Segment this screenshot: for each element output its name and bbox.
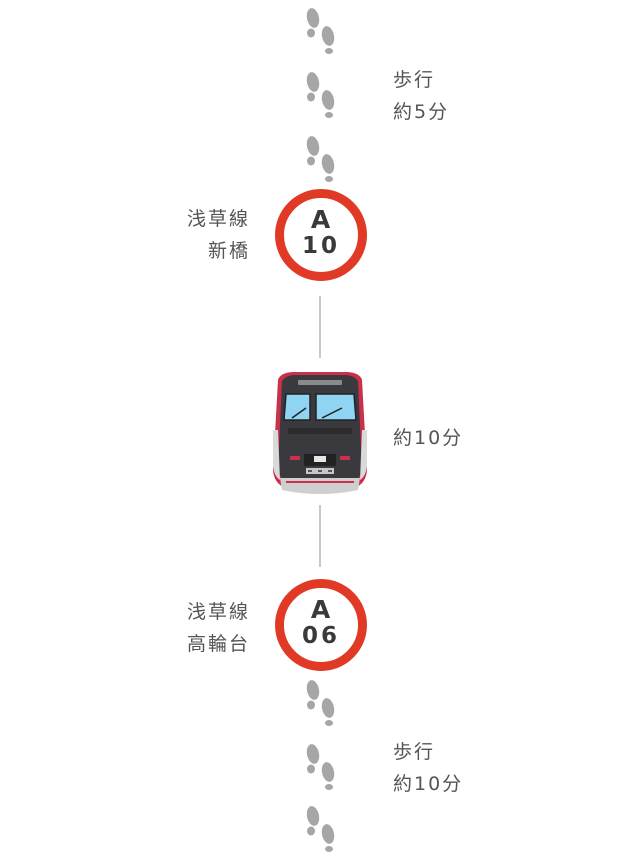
walk-label: 歩行: [393, 69, 436, 91]
train-duration: 約10分: [393, 422, 463, 454]
station-label-top: 浅草線 新橋: [90, 203, 250, 267]
footprints-icon: [306, 8, 335, 54]
walk-time: 約5分: [393, 101, 450, 123]
walk-duration-bottom: 歩行 約10分: [393, 736, 463, 800]
walk-time: 約10分: [393, 773, 464, 795]
walk-duration-top: 歩行 約5分: [393, 64, 449, 128]
route-connector: [319, 505, 321, 567]
station-number: 06: [301, 623, 340, 649]
footprints-icon: [306, 136, 335, 182]
station-line-code: A: [310, 205, 332, 234]
train-front-icon: [273, 372, 367, 494]
route-connector: [319, 296, 321, 358]
walk-label: 歩行: [393, 741, 436, 763]
station-label-bottom: 浅草線 高輪台: [90, 596, 250, 660]
station-name: 新橋: [207, 240, 250, 262]
station-line-code: A: [310, 595, 332, 624]
footprints-icon: [306, 744, 335, 790]
footprints-icon: [306, 72, 335, 118]
line-name: 浅草線: [186, 601, 250, 623]
footprints-icon: [306, 680, 335, 726]
line-name: 浅草線: [186, 208, 250, 230]
station-badge-top: A 10: [275, 189, 367, 281]
station-number: 10: [301, 233, 340, 259]
ride-time: 約10分: [393, 427, 464, 449]
station-name: 高輪台: [186, 633, 250, 655]
station-badge-bottom: A 06: [275, 579, 367, 671]
footprints-icon: [306, 806, 335, 852]
